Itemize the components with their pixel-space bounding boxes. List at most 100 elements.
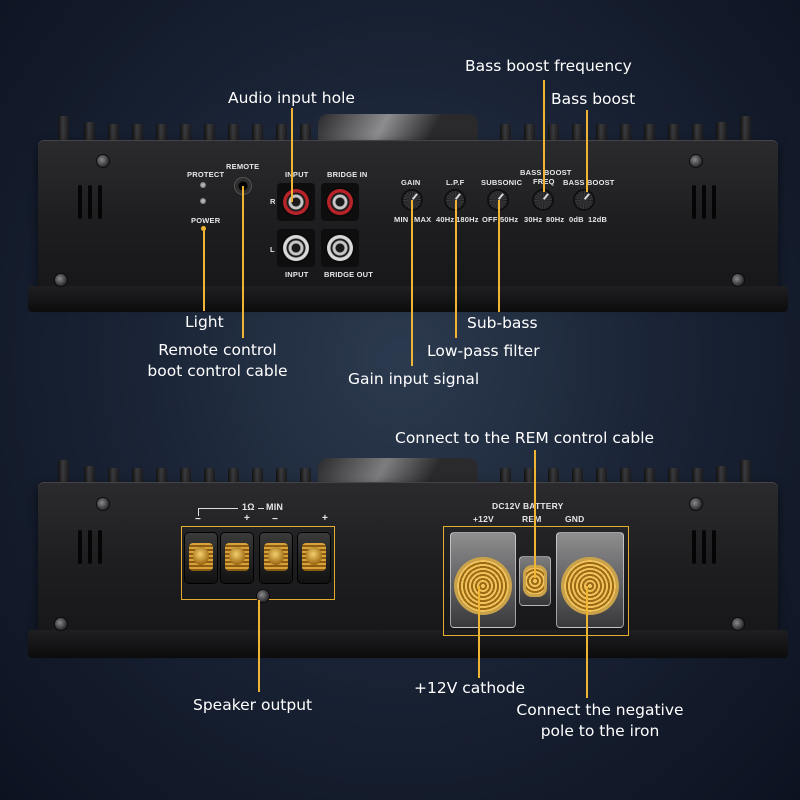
gain-min: MIN: [394, 215, 409, 224]
lead-gain-input-signal: [411, 200, 413, 366]
heatsink-fin: [228, 468, 239, 490]
callout-light: Light: [185, 313, 224, 331]
lpf-label: L.P.F: [446, 178, 465, 187]
lead-dot: [201, 226, 206, 231]
rca-bridge-in[interactable]: [327, 189, 353, 215]
lead-connect-rem: [534, 450, 536, 578]
heatsink-fin: [716, 466, 727, 490]
vent: [88, 530, 92, 564]
callout-negative-line1: Connect the negative: [516, 701, 684, 719]
rca-input-left[interactable]: [283, 235, 309, 261]
lead-audio-input-hole: [291, 108, 293, 202]
heatsink-fin: [548, 124, 559, 148]
heatsink-fin: [500, 124, 511, 148]
vent: [712, 185, 716, 219]
screw-icon: [257, 590, 269, 602]
vent: [78, 185, 82, 219]
heatsink-fin: [180, 124, 191, 148]
lead-bass-boost-frequency: [543, 80, 545, 192]
lead-speaker-output: [258, 600, 260, 692]
vent: [702, 530, 706, 564]
heatsink-fin: [548, 468, 559, 490]
heatsink-fin: [204, 124, 215, 148]
channel-r-label: R: [270, 197, 276, 206]
heatsink-fin: [740, 116, 751, 148]
heatsink-fin: [300, 124, 311, 148]
bass-boost-min: 0dB: [569, 215, 584, 224]
heatsink-fin: [596, 468, 607, 490]
heatsink-fin: [228, 124, 239, 148]
callout-bass-boost: Bass boost: [551, 90, 636, 108]
bass-boost-max: 12dB: [588, 215, 608, 224]
heatsink-fin: [692, 468, 703, 490]
heatsink-fin: [644, 124, 655, 148]
polarity-label: −: [272, 514, 279, 525]
bottom-panel: [38, 482, 778, 644]
min-label: MIN: [266, 502, 284, 512]
power-terminal-outline: [443, 526, 629, 636]
polarity-label: +: [322, 513, 329, 524]
heatsink-fin: [252, 468, 263, 490]
rca-bridge-out[interactable]: [327, 235, 353, 261]
callout-negative-pole: Connect the negative pole to the iron: [505, 700, 695, 742]
impedance-line: [258, 508, 264, 509]
rem-bore: [526, 568, 544, 594]
subsonic-min: OFF: [482, 215, 498, 224]
lead-sub-bass: [498, 200, 500, 312]
heatsink-fin: [58, 460, 69, 490]
bass-boost-freq-knob[interactable]: [534, 191, 552, 209]
bass-boost-freq-label-1: BASS BOOST: [520, 168, 572, 177]
input-bottom-label: INPUT: [285, 270, 309, 279]
rca-input-right[interactable]: [283, 189, 309, 215]
vent: [702, 185, 706, 219]
callout-connect-rem: Connect to the REM control cable: [395, 429, 655, 447]
heatsink-fin: [132, 124, 143, 148]
heatsink-fin: [644, 468, 655, 490]
callout-bass-boost-frequency: Bass boost frequency: [465, 57, 632, 75]
screw-icon: [55, 618, 67, 630]
heatsink-fin: [156, 124, 167, 148]
screw-icon: [732, 274, 744, 286]
bass-boost-freq-min: 30Hz: [524, 215, 543, 224]
top-panel: [38, 140, 778, 300]
heatsink-fin: [716, 122, 727, 148]
vent: [692, 185, 696, 219]
heatsink-fin: [84, 122, 95, 148]
plus12v-bore: [457, 560, 509, 612]
vent: [78, 530, 82, 564]
callout-plus12v-cathode: +12V cathode: [414, 679, 526, 697]
heatsink-fin: [668, 124, 679, 148]
screw-icon: [97, 155, 109, 167]
heatsink-fin: [620, 468, 631, 490]
heatsink-fin: [108, 124, 119, 148]
heatsink-fin: [620, 124, 631, 148]
subsonic-max: 50Hz: [500, 215, 519, 224]
lead-remote-control: [242, 186, 244, 338]
heatsink-fin: [108, 468, 119, 490]
power-label: POWER: [191, 216, 221, 225]
rem-label: REM: [522, 514, 542, 524]
heatsink-fin: [572, 124, 583, 148]
gnd-bore: [564, 560, 616, 612]
bass-boost-freq-max: 80Hz: [546, 215, 565, 224]
screw-icon: [732, 618, 744, 630]
bass-boost-label: BASS BOOST: [563, 178, 615, 187]
heatsink-fin: [276, 124, 287, 148]
gain-max: MAX: [414, 215, 432, 224]
bass-boost-knob[interactable]: [575, 191, 593, 209]
speaker-terminal[interactable]: [260, 533, 292, 583]
speaker-terminal[interactable]: [221, 533, 253, 583]
speaker-terminal[interactable]: [185, 533, 217, 583]
top-base: [28, 286, 788, 312]
lpf-min: 40Hz: [436, 215, 455, 224]
protect-label: PROTECT: [187, 170, 225, 179]
heatsink-fin: [132, 468, 143, 490]
callout-sub-bass: Sub-bass: [467, 314, 538, 332]
channel-l-label: L: [270, 245, 275, 254]
callout-low-pass-filter: Low-pass filter: [427, 342, 540, 360]
screw-icon: [690, 498, 702, 510]
speaker-terminal[interactable]: [298, 533, 330, 583]
bridge-out-label: BRIDGE OUT: [324, 270, 374, 279]
bottom-base: [28, 630, 788, 658]
heatsink-fin: [58, 116, 69, 148]
